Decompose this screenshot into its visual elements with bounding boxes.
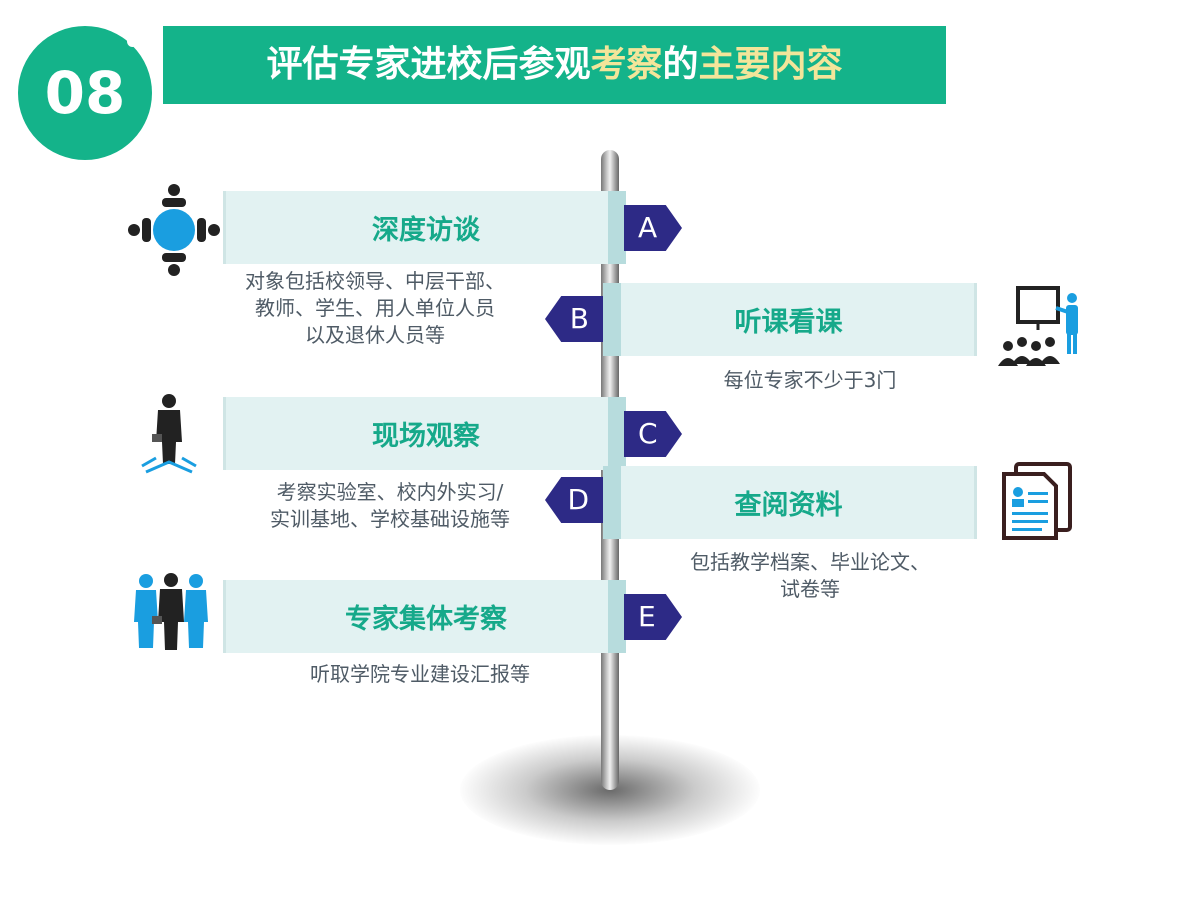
item-b-desc: 每位专家不少于3门 [723,368,897,392]
item-c-panel: 现场观察 [223,397,626,470]
item-c-arrow: C [624,411,682,457]
badge-dot [127,36,138,47]
classroom-lecture-icon [998,286,1078,366]
item-b-panel: 听课看课 [603,283,977,356]
item-d-panel: 查阅资料 [603,466,977,539]
group-people-icon [134,573,208,650]
businessman-icon [141,394,197,474]
meeting-table-icon [128,184,220,276]
item-d-label: 查阅资料 [734,490,843,521]
item-a-panel: 深度访谈 [223,191,626,264]
item-a-arrow: A [624,205,682,251]
item-d-arrow: D [545,477,603,523]
section-badge [18,26,152,160]
item-a-desc: 对象包括校领导、中层干部、教师、学生、用人单位人员以及退休人员等 [245,269,505,347]
page-title: 评估专家进校后参观考察的主要内容 [266,44,843,85]
item-e-desc: 听取学院专业建设汇报等 [310,662,530,686]
item-d-desc: 包括教学档案、毕业论文、试卷等 [690,550,930,601]
item-e-panel: 专家集体考察 [223,580,626,653]
documents-icon [1002,462,1072,540]
item-b-arrow: B [545,296,603,342]
section-number: 08 [44,59,126,127]
item-c-desc: 考察实验室、校内外实习/实训基地、学校基础设施等 [270,480,510,531]
item-b-label: 听课看课 [734,307,843,338]
item-a-label: 深度访谈 [372,215,480,246]
title-bar: 评估专家进校后参观考察的主要内容 [163,26,946,104]
item-e-label: 专家集体考察 [345,604,507,635]
item-c-label: 现场观察 [372,421,480,452]
